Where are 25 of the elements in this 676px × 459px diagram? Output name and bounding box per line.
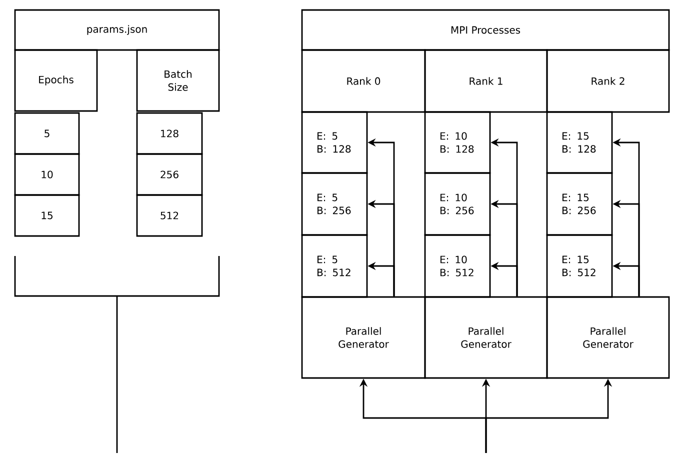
- generator-box: Parallel Generator: [424, 296, 548, 379]
- column-header-box: Batch Size: [136, 49, 220, 112]
- generator-box: Parallel Generator: [301, 296, 426, 379]
- rank-box: Rank 2: [546, 49, 670, 113]
- value-cell: 10: [14, 153, 80, 196]
- value-cell: 256: [136, 153, 203, 196]
- task-cell: E: 15 B: 128: [546, 111, 613, 174]
- rank-box: Rank 0: [301, 49, 426, 113]
- task-cell: E: 5 B: 512: [301, 234, 368, 298]
- value-cell: 128: [136, 112, 203, 155]
- task-cell: E: 10 B: 256: [424, 172, 491, 236]
- value-cell: 15: [14, 194, 80, 237]
- task-cell: E: 10 B: 128: [424, 111, 491, 174]
- generator-box: Parallel Generator: [546, 296, 670, 379]
- rank-box: Rank 1: [424, 49, 548, 113]
- value-cell: 512: [136, 194, 203, 237]
- header-box: MPI Processes: [301, 9, 670, 51]
- task-cell: E: 15 B: 512: [546, 234, 613, 298]
- task-cell: E: 5 B: 256: [301, 172, 368, 236]
- task-cell: E: 10 B: 512: [424, 234, 491, 298]
- column-header-box: Epochs: [14, 49, 98, 112]
- task-cell: E: 5 B: 128: [301, 111, 368, 174]
- value-cell: 5: [14, 112, 80, 155]
- task-cell: E: 15 B: 256: [546, 172, 613, 236]
- header-box: params.json: [14, 9, 220, 51]
